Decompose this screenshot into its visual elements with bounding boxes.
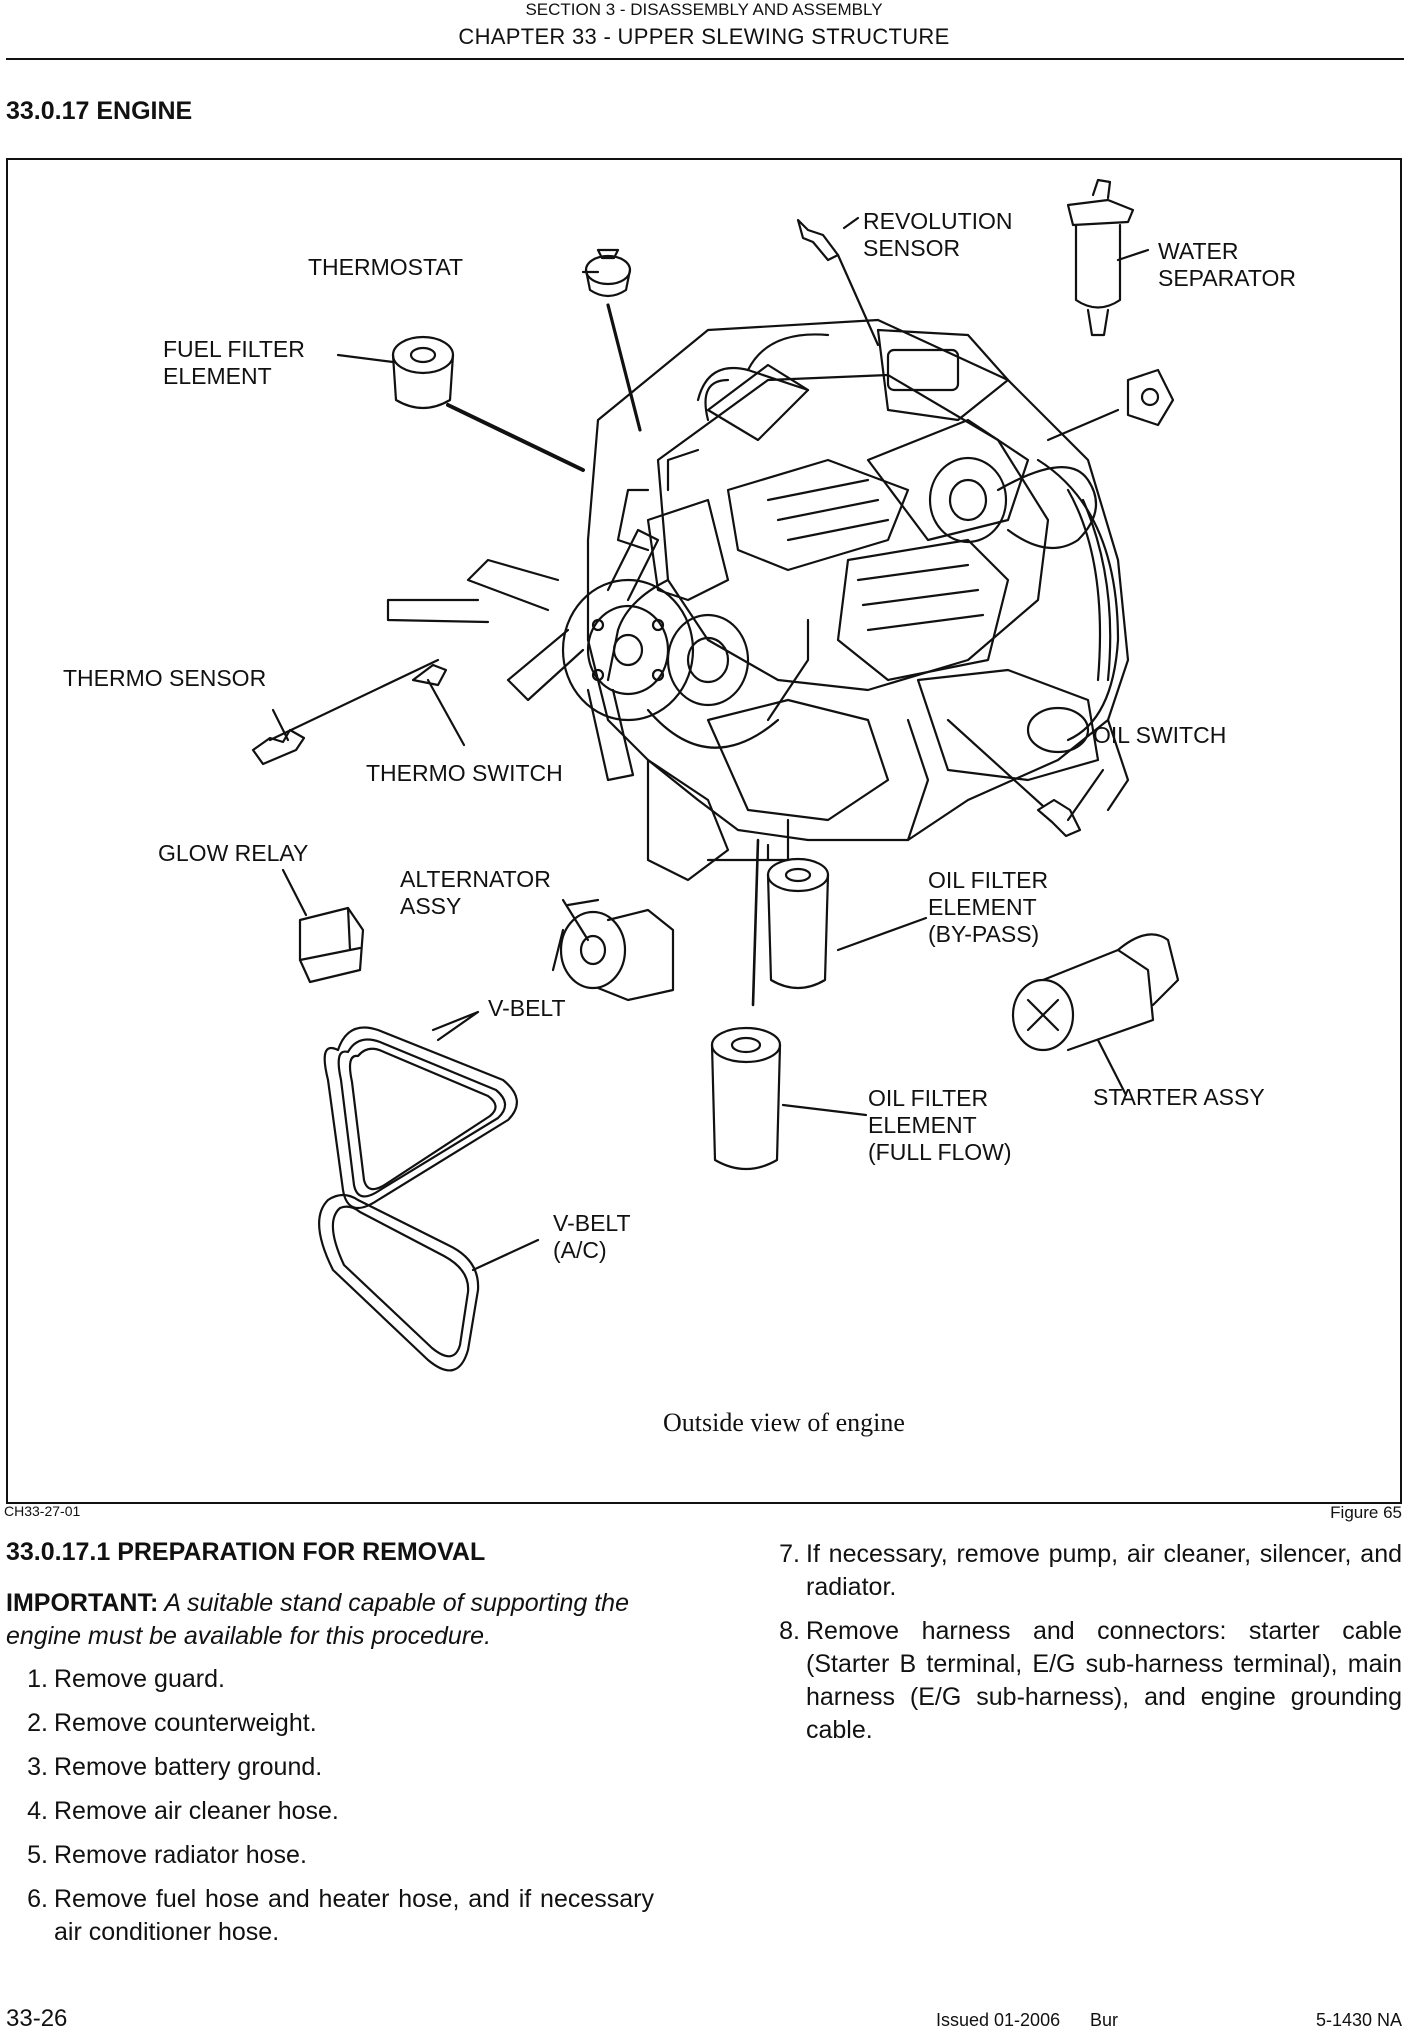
engine-block-drawing [386,318,1130,882]
section-title: 33.0.17 ENGINE [6,97,193,125]
label-starter-assy: STARTER ASSY [1093,1084,1265,1110]
list-item: 7. If necessary, remove pump, air cleane… [758,1538,1404,1604]
glow-relay-drawing [281,868,365,984]
label-revolution-sensor: REVOLUTION SENSOR [863,208,1013,261]
revolution-sensor-drawing [796,218,880,347]
document-number: 5-1430 NA [1315,2010,1402,2030]
step-text: Remove guard. [54,1665,225,1693]
header-section: SECTION 3 - DISASSEMBLY AND ASSEMBLY [525,0,883,19]
label-fuel-filter-element: FUEL FILTER ELEMENT [163,336,305,389]
important-note: IMPORTANT: A suitable stand capable of s… [6,1587,656,1653]
list-item: 8. Remove harness and connectors: starte… [758,1615,1404,1747]
important-label: IMPORTANT: [6,1589,159,1617]
list-item: 2. Remove counterweight. [6,1707,656,1740]
figure-caption: Outside view of engine [663,1408,905,1437]
label-glow-relay: GLOW RELAY [158,840,309,866]
step-text: Remove air cleaner hose. [54,1797,339,1825]
thermo-switch-drawing [411,663,466,747]
alternator-drawing [551,898,675,1002]
label-oil-filter-bypass: OIL FILTER ELEMENT (BY-PASS) [928,867,1049,947]
v-belt-ac-drawing [318,1193,540,1372]
label-v-belt: V-BELT [488,995,566,1021]
list-item: 6. Remove fuel hose and heater hose, and… [6,1883,656,1949]
label-v-belt-ac: V-BELT (A/C) [553,1210,631,1263]
starter-drawing [1011,933,1180,1097]
oil-filter-full-flow-drawing [710,1026,868,1170]
language-code: Bur [1090,2010,1119,2030]
figure-reference-code: CH33-27-01 [4,1503,81,1519]
step-text: Remove harness and connectors: starter c… [806,1617,1402,1744]
water-separator-drawing [1066,178,1135,337]
label-oil-filter-full-flow: OIL FILTER ELEMENT (FULL FLOW) [868,1085,1012,1165]
step-number: 4. [27,1797,48,1825]
step-text: Remove counterweight. [54,1709,317,1737]
header-divider [6,58,1404,60]
step-number: 3. [27,1753,48,1781]
step-text: Remove battery ground. [54,1753,323,1781]
step-text: Remove radiator hose. [54,1841,307,1869]
page-number: 33-26 [6,2005,68,2032]
engine-figure: THERMOSTAT REVOLUTION SENSOR WATER SEPAR… [6,158,1402,1504]
fuel-filter-drawing [391,335,585,472]
label-thermo-switch: THERMO SWITCH [366,760,563,786]
header-chapter: CHAPTER 33 - UPPER SLEWING STRUCTURE [458,24,950,49]
thermo-sensor-drawing [251,658,440,766]
label-water-separator: WATER SEPARATOR [1158,238,1297,291]
figure-number: Figure 65 [1330,1503,1402,1522]
step-number: 6. [27,1885,48,1913]
oil-filter-bypass-drawing [751,838,928,1007]
issued-date: Issued 01-2006 [936,2010,1061,2030]
label-thermostat: THERMOSTAT [308,254,464,280]
engine-illustration: THERMOSTAT REVOLUTION SENSOR WATER SEPAR… [63,178,1297,1437]
oil-switch-drawing [946,718,1105,838]
list-item: 3. Remove battery ground. [6,1751,656,1784]
step-number: 1. [27,1665,48,1693]
label-alternator-assy: ALTERNATOR ASSY [400,866,551,919]
label-thermo-sensor: THERMO SENSOR [63,665,267,691]
important-text: A suitable stand capable of supporting t… [6,1589,629,1650]
step-number: 5. [27,1841,48,1869]
step-number: 2. [27,1709,48,1737]
step-number: 8. [779,1617,800,1645]
step-text: Remove fuel hose and heater hose, and if… [54,1885,654,1946]
step-number: 7. [779,1540,800,1568]
list-item: 4. Remove air cleaner hose. [6,1795,656,1828]
list-item: 5. Remove radiator hose. [6,1839,656,1872]
label-oil-switch: OIL SWITCH [1093,722,1227,748]
v-belt-drawing [323,1010,518,1210]
subsection-title: 33.0.17.1 PREPARATION FOR REMOVAL [6,1538,486,1566]
thermostat-drawing [584,248,642,432]
list-item: 1. Remove guard. [6,1663,656,1696]
step-text: If necessary, remove pump, air cleaner, … [806,1540,1402,1601]
gasket-drawing [1046,368,1175,442]
